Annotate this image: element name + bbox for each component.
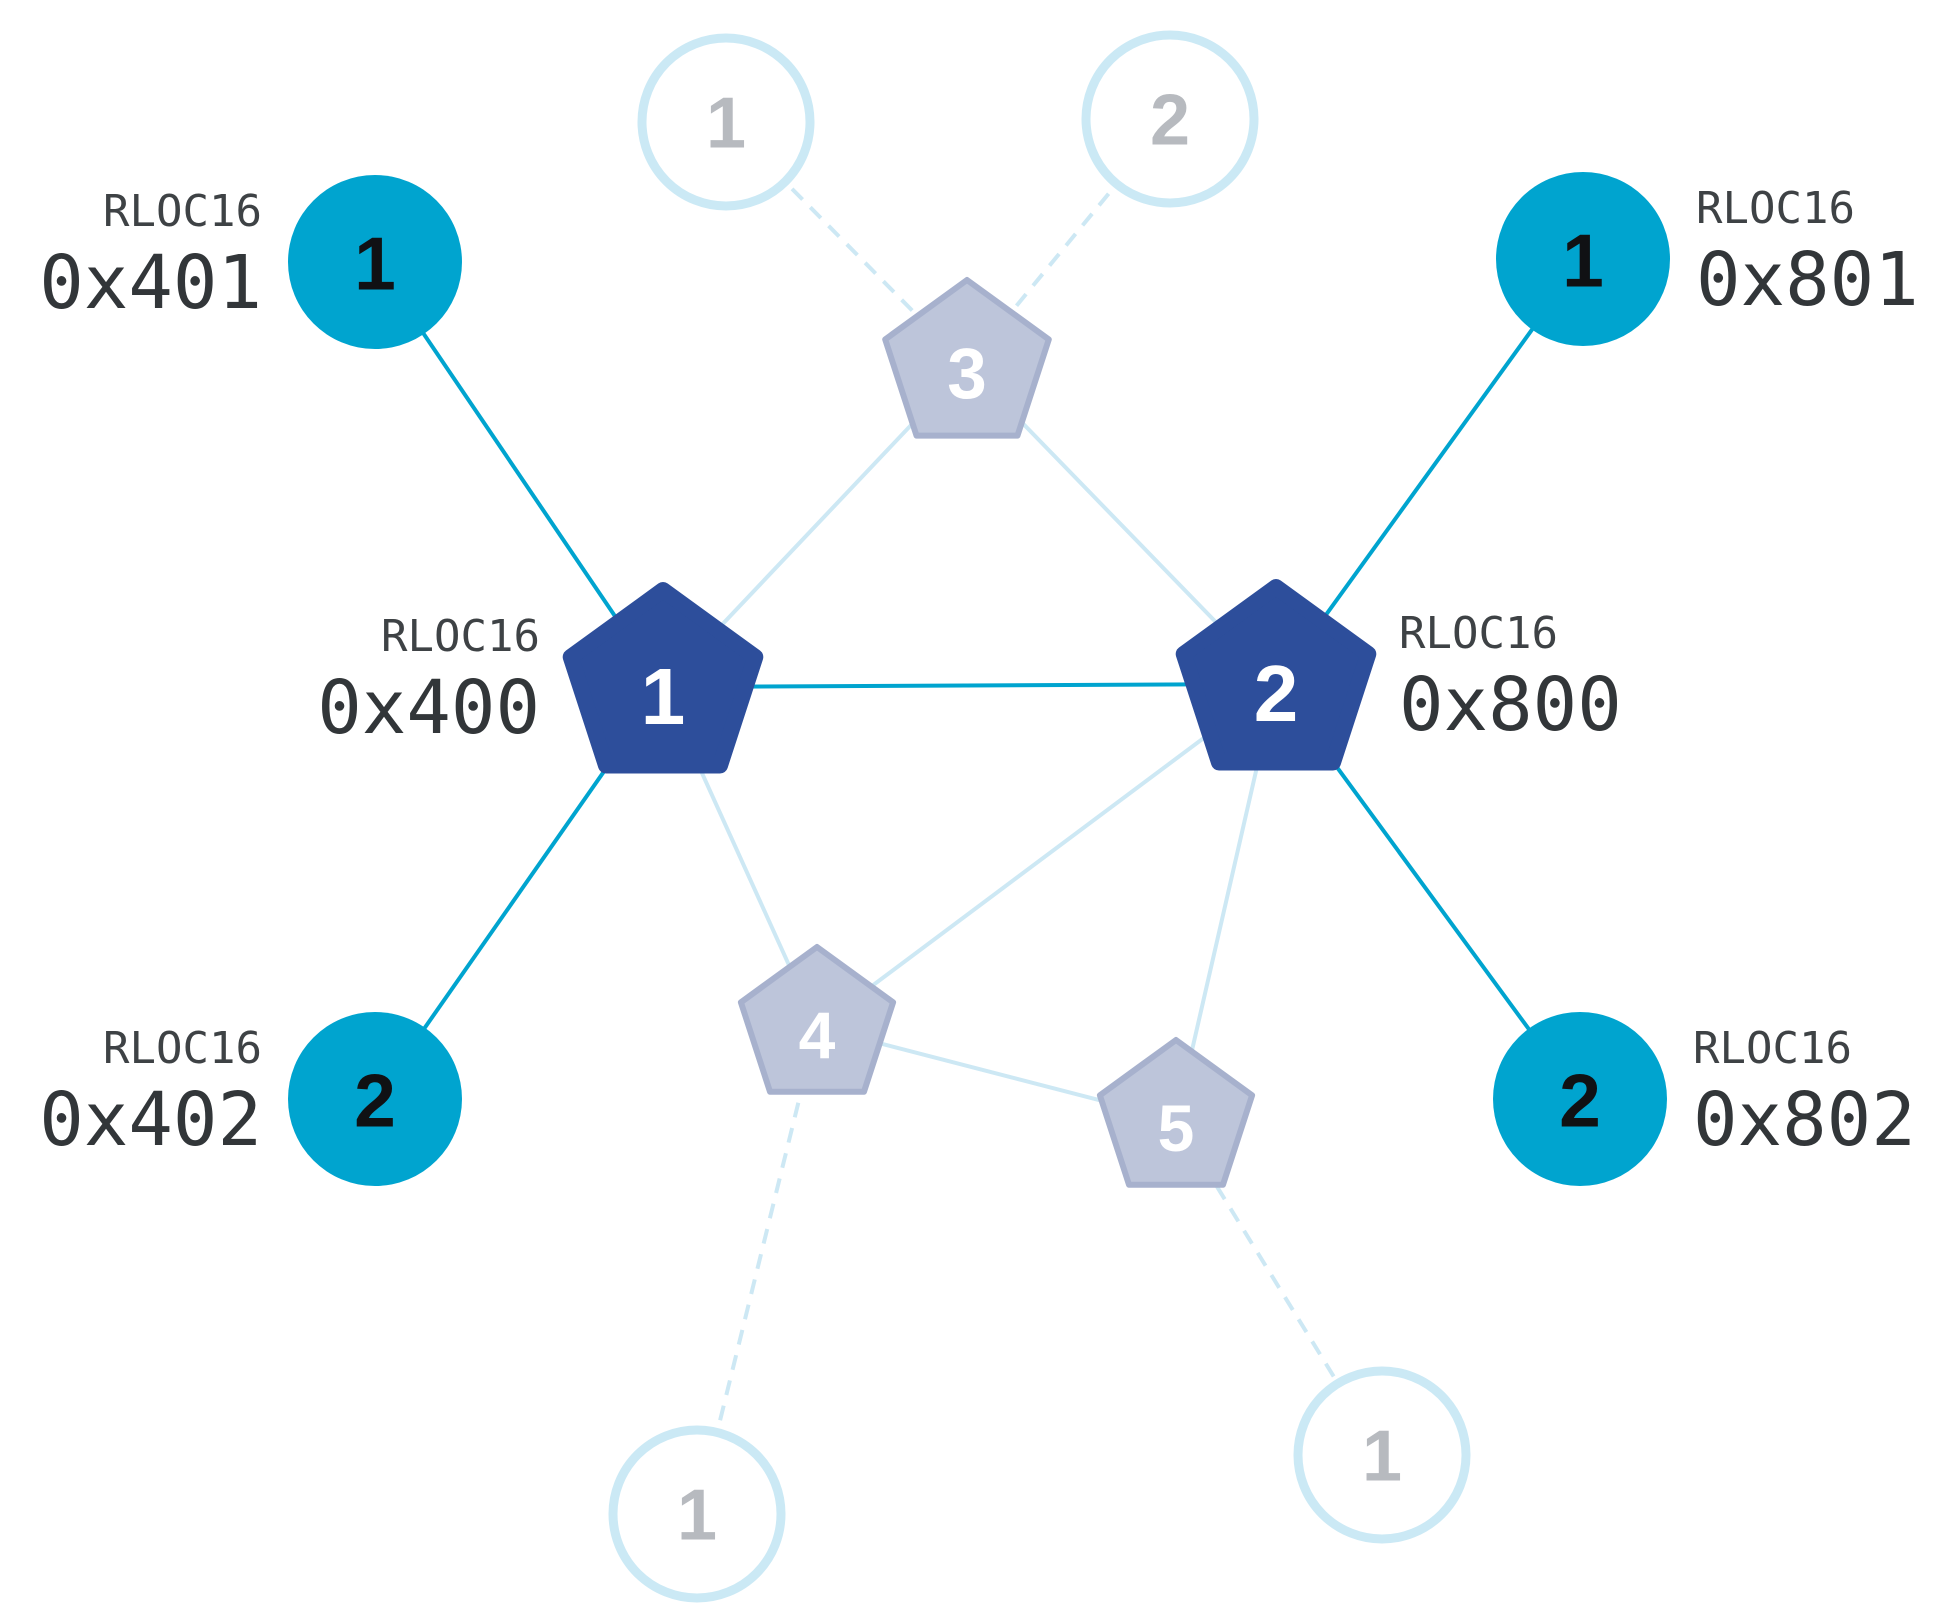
router-pentagon-icon [882,277,1052,439]
router-pentagon-icon [562,582,764,774]
rloc16-label-value: 0x402 [39,1077,262,1163]
device-node-ct1: 1 [637,33,815,211]
device-circle-icon [288,1012,462,1186]
router-pentagon-icon [1096,1037,1256,1188]
link-r2-r4 [815,682,1278,1029]
rloc16-label-value: 0x801 [1696,237,1919,323]
node-number: 1 [641,652,686,741]
node-number: 1 [706,84,746,164]
node-number: 1 [1362,1417,1402,1497]
rloc16-label-title: RLOC16 [1693,1023,1852,1074]
rloc16-label-value: 0x800 [1399,662,1622,748]
rloc16-label-title: RLOC16 [103,1023,262,1074]
rloc16-label-title: RLOC16 [1696,183,1855,234]
node-number: 2 [1150,81,1190,161]
link-c801-r2 [1274,257,1585,686]
node-number: 1 [677,1476,717,1556]
router-node-r3: 3 [882,277,1052,439]
device-circle-icon [1081,30,1259,208]
rloc16-label-value: 0x401 [39,240,262,326]
device-circle-icon [608,1425,786,1603]
node-number: 4 [799,998,836,1072]
device-circle-icon [1496,172,1670,346]
router-node-r5: 5 [1096,1037,1256,1188]
node-number: 2 [354,1059,396,1143]
node-number: 2 [1254,649,1299,738]
device-circle-icon [1293,1366,1471,1544]
router-pentagon-icon [1175,579,1377,771]
device-circle-icon [288,175,462,349]
device-node-ct2: 2 [1081,30,1259,208]
router-pentagon-icon [737,944,897,1095]
rloc16-label-title: RLOC16 [103,186,262,237]
rloc16-label-title: RLOC16 [381,611,540,662]
rloc16-label-title: RLOC16 [1399,608,1558,659]
rloc16-label-value: 0x400 [317,665,540,751]
rloc16-label-value: 0x802 [1693,1077,1916,1163]
node-number: 1 [354,222,396,306]
router-node-r4: 4 [737,944,897,1095]
node-number: 5 [1158,1091,1195,1165]
device-node-cb2: 1 [1293,1366,1471,1544]
device-node-cb1: 1 [608,1425,786,1603]
device-circle-icon [1493,1012,1667,1186]
node-number: 3 [947,335,987,414]
device-circle-icon [637,33,815,211]
node-number: 2 [1559,1059,1601,1143]
node-number: 1 [1562,219,1604,303]
link-r1-r2 [662,682,1277,689]
